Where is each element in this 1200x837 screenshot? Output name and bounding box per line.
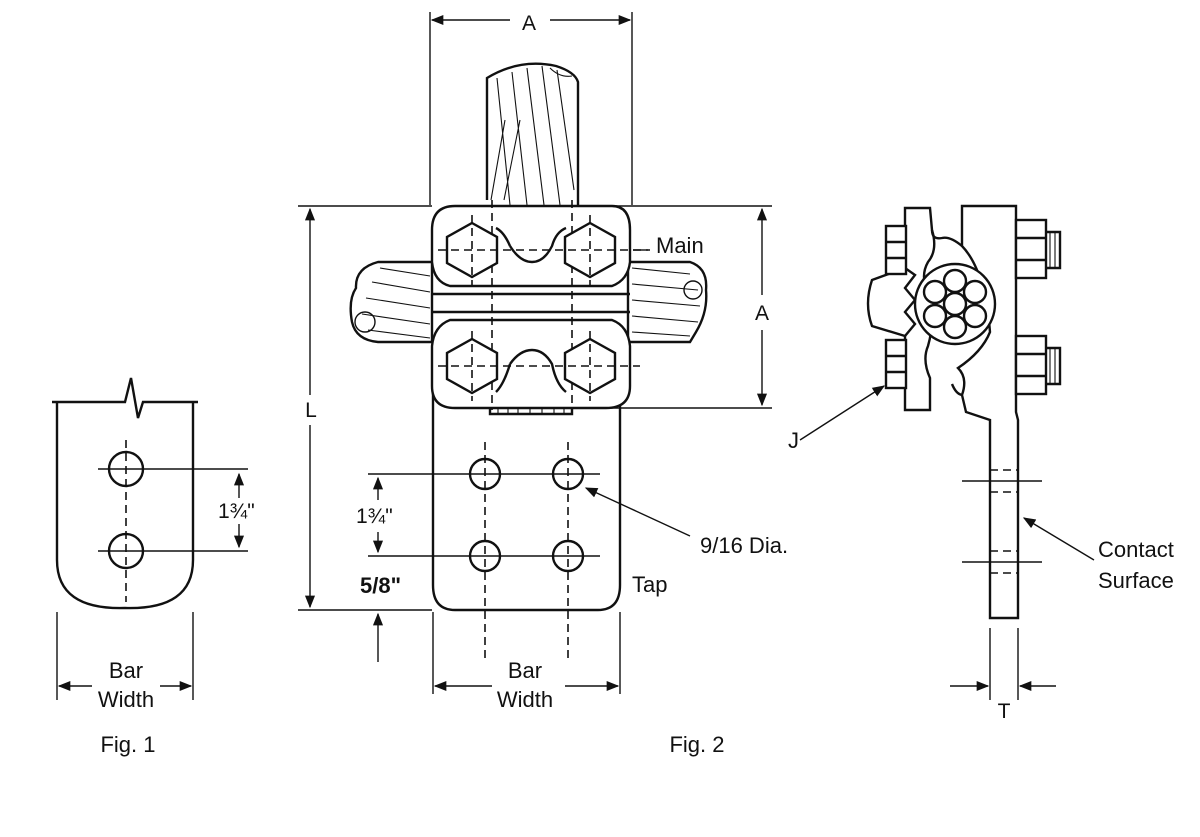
fig2-hole-dia-label: 9/16 Dia. (700, 533, 788, 558)
fig1-bar-width-label-1: Bar (109, 658, 143, 683)
fig2-horizontal-cable-left (349, 260, 434, 344)
fig2-dim-a-side: A (755, 302, 769, 325)
fig2-hole-spacing-label: 1¾" (356, 505, 393, 528)
fig1-hole-spacing-label: 1¾" (218, 500, 255, 523)
fig2-dimensions (298, 12, 772, 694)
fig2-vertical-cable (485, 62, 580, 206)
fig3-contact-label-2: Surface (1098, 568, 1174, 593)
fig3-dim-t: T (998, 700, 1011, 723)
fig2-tap-pad (431, 380, 622, 612)
fig2-dim-l: L (305, 399, 317, 422)
fig2-caption: Fig. 2 (669, 732, 724, 757)
fig3-side-view (799, 204, 1095, 700)
fig1-caption: Fig. 1 (100, 732, 155, 757)
fig3-contact-label-1: Contact (1098, 537, 1174, 562)
fig2-nut-upper-right (563, 221, 617, 279)
fig2-horizontal-cable-right (626, 260, 708, 344)
fig1-bar-width-label-2: Width (98, 687, 154, 712)
fig2-edge-distance-label: 5/8" (360, 573, 401, 598)
fig2-main-label: Main (656, 233, 704, 258)
fig2-dim-a-top: A (522, 12, 536, 35)
fig3-label-j: J (788, 428, 799, 453)
fig2-connector (349, 62, 708, 660)
fig2-tap-label: Tap (632, 572, 667, 597)
fig1-bar-end (52, 377, 248, 700)
fig2-bar-width-label-1: Bar (508, 658, 542, 683)
fig2-bar-width-label-2: Width (497, 687, 553, 712)
fig2-nut-lower-right (563, 337, 617, 395)
